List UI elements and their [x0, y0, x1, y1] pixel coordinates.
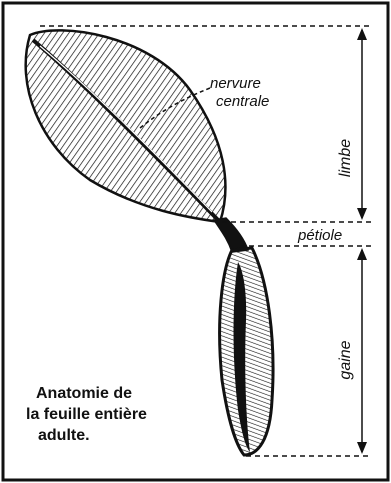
petiole-label: pétiole	[297, 227, 342, 244]
limbe-label: limbe	[337, 139, 354, 177]
gaine-dimension-arrow	[357, 248, 367, 454]
nervure-label-line1: nervure	[210, 75, 261, 92]
caption-line3: adulte.	[38, 427, 90, 444]
petiole	[214, 218, 248, 252]
caption-line1: Anatomie de	[36, 385, 132, 402]
gaine-label: gaine	[337, 340, 354, 379]
caption-line2: la feuille entière	[26, 406, 147, 423]
limbe-dimension-arrow	[357, 28, 367, 220]
nervure-label-line2: centrale	[216, 93, 269, 110]
